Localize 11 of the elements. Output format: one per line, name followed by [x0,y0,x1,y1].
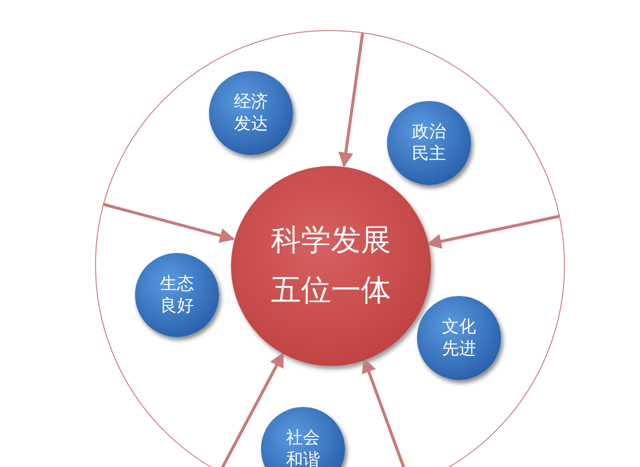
arrow [426,214,560,249]
topic-circle: 经济发达 [209,71,293,155]
arrow [218,352,284,467]
center-circle: 科学发展 五位一体 [231,166,431,366]
topic-circle: 文化先进 [417,296,501,380]
arrow [338,32,364,168]
outer-ring [95,30,565,467]
topic-circle: 政治民主 [387,101,471,185]
arrow [102,202,235,243]
topic-circle: 生态良好 [135,253,219,337]
topic-circle: 社会和谐 [261,407,345,467]
